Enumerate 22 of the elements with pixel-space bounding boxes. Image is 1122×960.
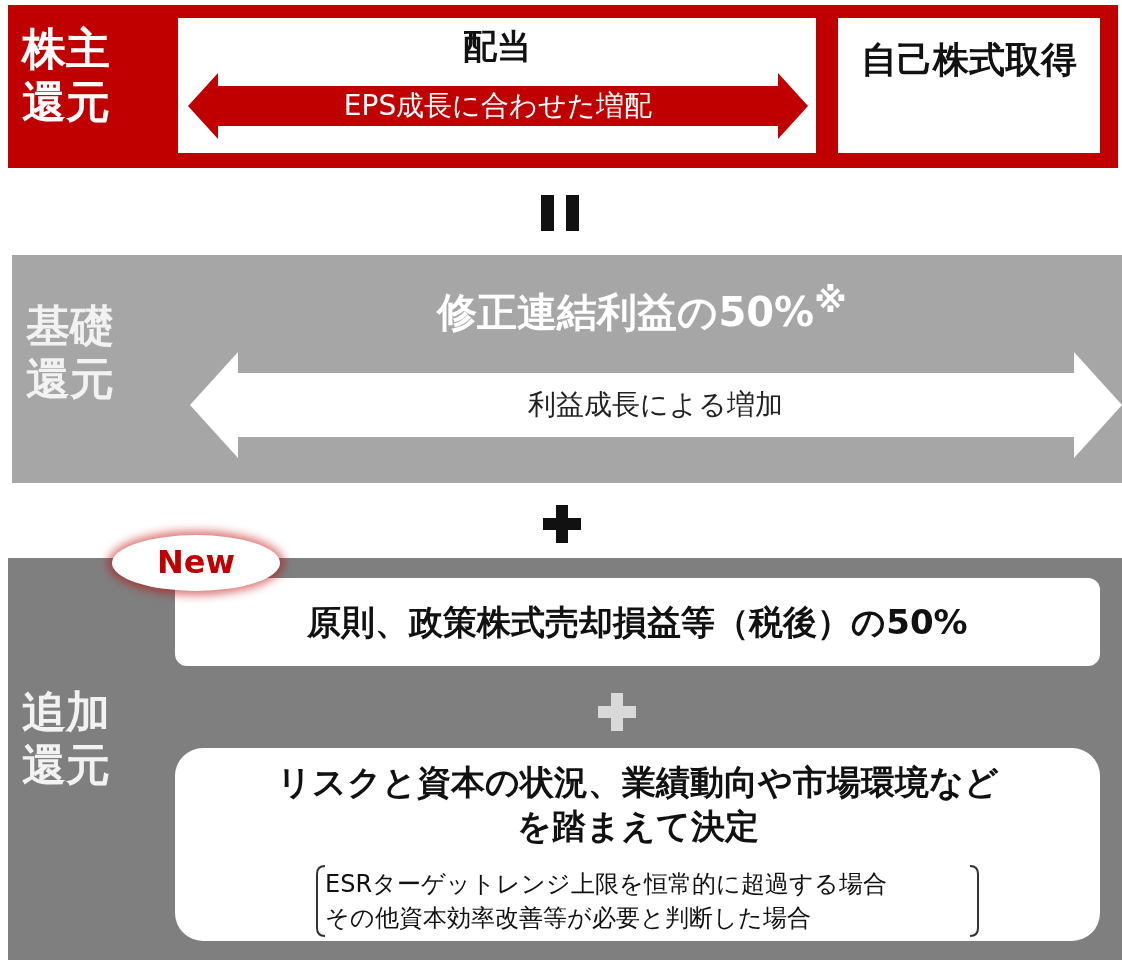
box-title: 自己株式取得	[860, 38, 1078, 82]
new-badge	[112, 535, 280, 591]
section-heading: 基礎還元	[26, 300, 115, 406]
box-title: 配当	[462, 25, 532, 68]
section-band	[8, 5, 1118, 168]
double-arrow	[188, 73, 808, 139]
section-band	[12, 255, 1122, 483]
content-box	[175, 578, 1100, 666]
condition-text: その他資本効率改善等が必要と判断した場合	[325, 903, 812, 934]
section-heading: 追加還元	[22, 686, 111, 792]
content-box	[178, 18, 816, 153]
content-box	[838, 18, 1100, 153]
box-title: 原則、政策株式売却損益等（税後）の50%	[306, 601, 969, 644]
section-title: 修正連結利益の50%$^{※}$	[435, 281, 848, 337]
section-heading: 株主還元	[22, 23, 111, 129]
double-arrow	[190, 352, 1122, 458]
arrow-label: EPS成長に合わせた増配	[342, 88, 654, 124]
badge-label: New	[155, 543, 236, 581]
box-title: リスクと資本の状況、業績動向や市場環境などを踏まえて決定	[275, 761, 1000, 849]
content-box	[175, 748, 1100, 941]
arrow-label: 利益成長による増加	[527, 387, 785, 423]
condition-text: ESRターゲットレンジ上限を恒常的に超過する場合	[325, 869, 889, 900]
